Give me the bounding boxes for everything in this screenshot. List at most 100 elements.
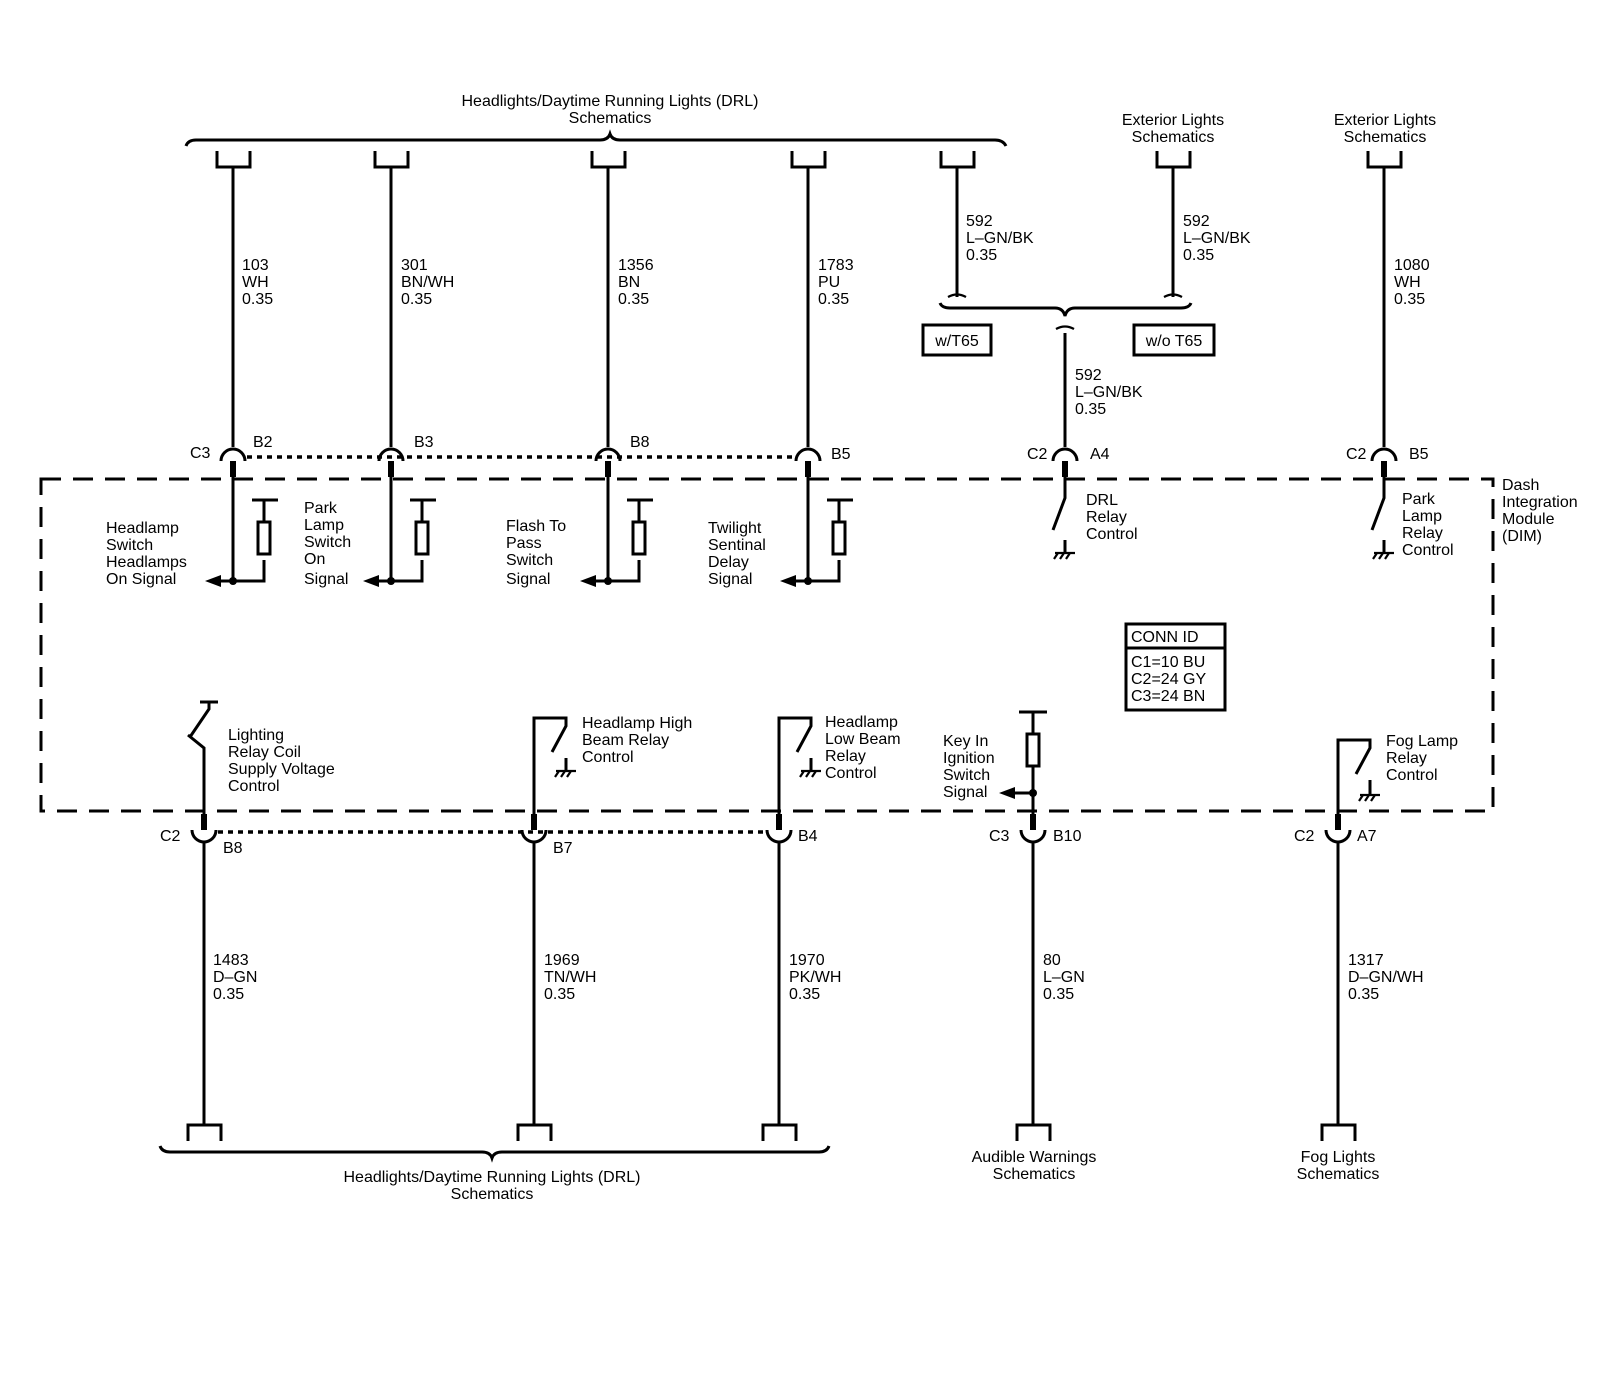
option-brace <box>938 302 1193 317</box>
module-name-line: (DIM) <box>1502 528 1542 545</box>
wire-color: PU <box>818 274 840 291</box>
dest-label: Schematics <box>993 1166 1076 1183</box>
circuit-number: 592 <box>1075 367 1102 384</box>
function-label: Relay <box>1386 750 1427 767</box>
wire-color: L–GN/BK <box>1183 230 1251 247</box>
bottom-terminal-pins <box>201 814 1341 830</box>
connector-c2-label: C2 <box>160 828 181 845</box>
function-label: Control <box>825 765 877 782</box>
function-label: Park <box>1402 491 1436 508</box>
top-terminals <box>219 447 1398 462</box>
wire-gauge: 0.35 <box>1394 291 1425 308</box>
function-label: Signal <box>708 571 752 588</box>
wire-592-a: 592 L–GN/BK 0.35 <box>966 213 1034 264</box>
wire-1317: 1317 D–GN/WH 0.35 <box>1348 952 1424 1003</box>
wire-color: TN/WH <box>544 969 596 986</box>
wire-1356: 1356 BN 0.35 <box>618 257 654 308</box>
wire-gauge: 0.35 <box>818 291 849 308</box>
module-name-line: Dash <box>1502 477 1539 494</box>
function-label: Control <box>1386 767 1438 784</box>
connector-c3-label: C3 <box>989 828 1010 845</box>
wire-1080: 1080 WH 0.35 <box>1394 257 1430 308</box>
function-label: Lamp <box>1402 508 1442 525</box>
wire-592-b: 592 L–GN/BK 0.35 <box>1183 213 1251 264</box>
wire-gauge: 0.35 <box>1183 247 1214 264</box>
function-label: Switch <box>304 534 351 551</box>
dest-fog-lights: Fog Lights Schematics <box>1297 1149 1380 1183</box>
function-label: Lighting <box>228 727 284 744</box>
dest-label: Audible Warnings <box>972 1149 1097 1166</box>
conn-id-row: C2=24 GY <box>1131 671 1206 688</box>
circuit-number: 1483 <box>213 952 249 969</box>
wire-color: L–GN/BK <box>1075 384 1143 401</box>
top-wires <box>231 167 1386 447</box>
circuit-number: 301 <box>401 257 428 274</box>
wire-color: PK/WH <box>789 969 841 986</box>
fog-relay-switch <box>1336 738 1380 830</box>
function-label: Beam Relay <box>582 732 669 749</box>
bottom-connector-stubs <box>186 1123 1357 1141</box>
conn-id-row: C3=24 BN <box>1131 688 1205 705</box>
wire-gauge: 0.35 <box>213 986 244 1003</box>
module-name-line: Module <box>1502 511 1555 528</box>
circuit-number: 592 <box>966 213 993 230</box>
function-label: On Signal <box>106 571 176 588</box>
top-terminal-pins <box>230 461 1387 477</box>
wire-break-marks <box>947 293 1183 330</box>
wire-gauge: 0.35 <box>401 291 432 308</box>
pin-b8-label: B8 <box>223 840 243 857</box>
wire-gauge: 0.35 <box>966 247 997 264</box>
dest-label: Schematics <box>1344 129 1427 146</box>
option-without-t65: w/o T65 <box>1132 323 1216 357</box>
dest-label: Exterior Lights <box>1122 112 1224 129</box>
option-label: w/o T65 <box>1145 333 1203 350</box>
wire-color: L–GN/BK <box>966 230 1034 247</box>
fog-relay-label: Fog Lamp Relay Control <box>1386 733 1458 784</box>
input-circuits <box>205 477 853 587</box>
conn-id-title: CONN ID <box>1131 629 1199 646</box>
function-label: Ignition <box>943 750 995 767</box>
wire-gauge: 0.35 <box>618 291 649 308</box>
dest-audible-warnings: Audible Warnings Schematics <box>972 1149 1097 1183</box>
dest-exterior-lights-a: Exterior Lights Schematics <box>1122 112 1224 146</box>
wire-103: 103 WH 0.35 <box>242 257 273 308</box>
headlamp-switch-circuit <box>205 477 278 587</box>
function-label: Relay Coil <box>228 744 301 761</box>
dest-label: Fog Lights <box>1301 1149 1376 1166</box>
wire-color: BN <box>618 274 640 291</box>
dest-label: Schematics <box>1132 129 1215 146</box>
option-label: w/T65 <box>934 333 979 350</box>
function-label: Twilight <box>708 520 762 537</box>
wire-gauge: 0.35 <box>789 986 820 1003</box>
function-label: Low Beam <box>825 731 901 748</box>
function-label: Park <box>304 500 338 517</box>
function-label: Relay <box>825 748 866 765</box>
wire-gauge: 0.35 <box>544 986 575 1003</box>
module-name-line: Integration <box>1502 494 1578 511</box>
wire-color: L–GN <box>1043 969 1085 986</box>
wire-301: 301 BN/WH 0.35 <box>401 257 454 308</box>
option-with-t65: w/T65 <box>921 323 993 357</box>
dest-headlights-bottom: Headlights/Daytime Running Lights (DRL) … <box>343 1169 640 1203</box>
wire-gauge: 0.35 <box>1075 401 1106 418</box>
wire-592-c: 592 L–GN/BK 0.35 <box>1075 367 1143 418</box>
wire-1783: 1783 PU 0.35 <box>818 257 854 308</box>
drl-relay-switch <box>1051 477 1075 560</box>
pin-a4-label: A4 <box>1090 446 1110 463</box>
function-label: Relay <box>1402 525 1443 542</box>
pin-b8-label: B8 <box>630 434 650 451</box>
function-label: Switch <box>943 767 990 784</box>
function-label: Relay <box>1086 509 1127 526</box>
pin-a7-label: A7 <box>1357 828 1377 845</box>
dest-label: Schematics <box>1297 1166 1380 1183</box>
drl-relay-label: DRL Relay Control <box>1086 492 1138 543</box>
wire-gauge: 0.35 <box>1348 986 1379 1003</box>
connector-c2-label: C2 <box>1027 446 1048 463</box>
wire-color: WH <box>242 274 269 291</box>
circuit-number: 1969 <box>544 952 580 969</box>
pin-b7-label: B7 <box>553 840 573 857</box>
module-name: Dash Integration Module (DIM) <box>1502 477 1578 545</box>
function-label: Signal <box>943 784 987 801</box>
module-boundary <box>39 477 1495 813</box>
